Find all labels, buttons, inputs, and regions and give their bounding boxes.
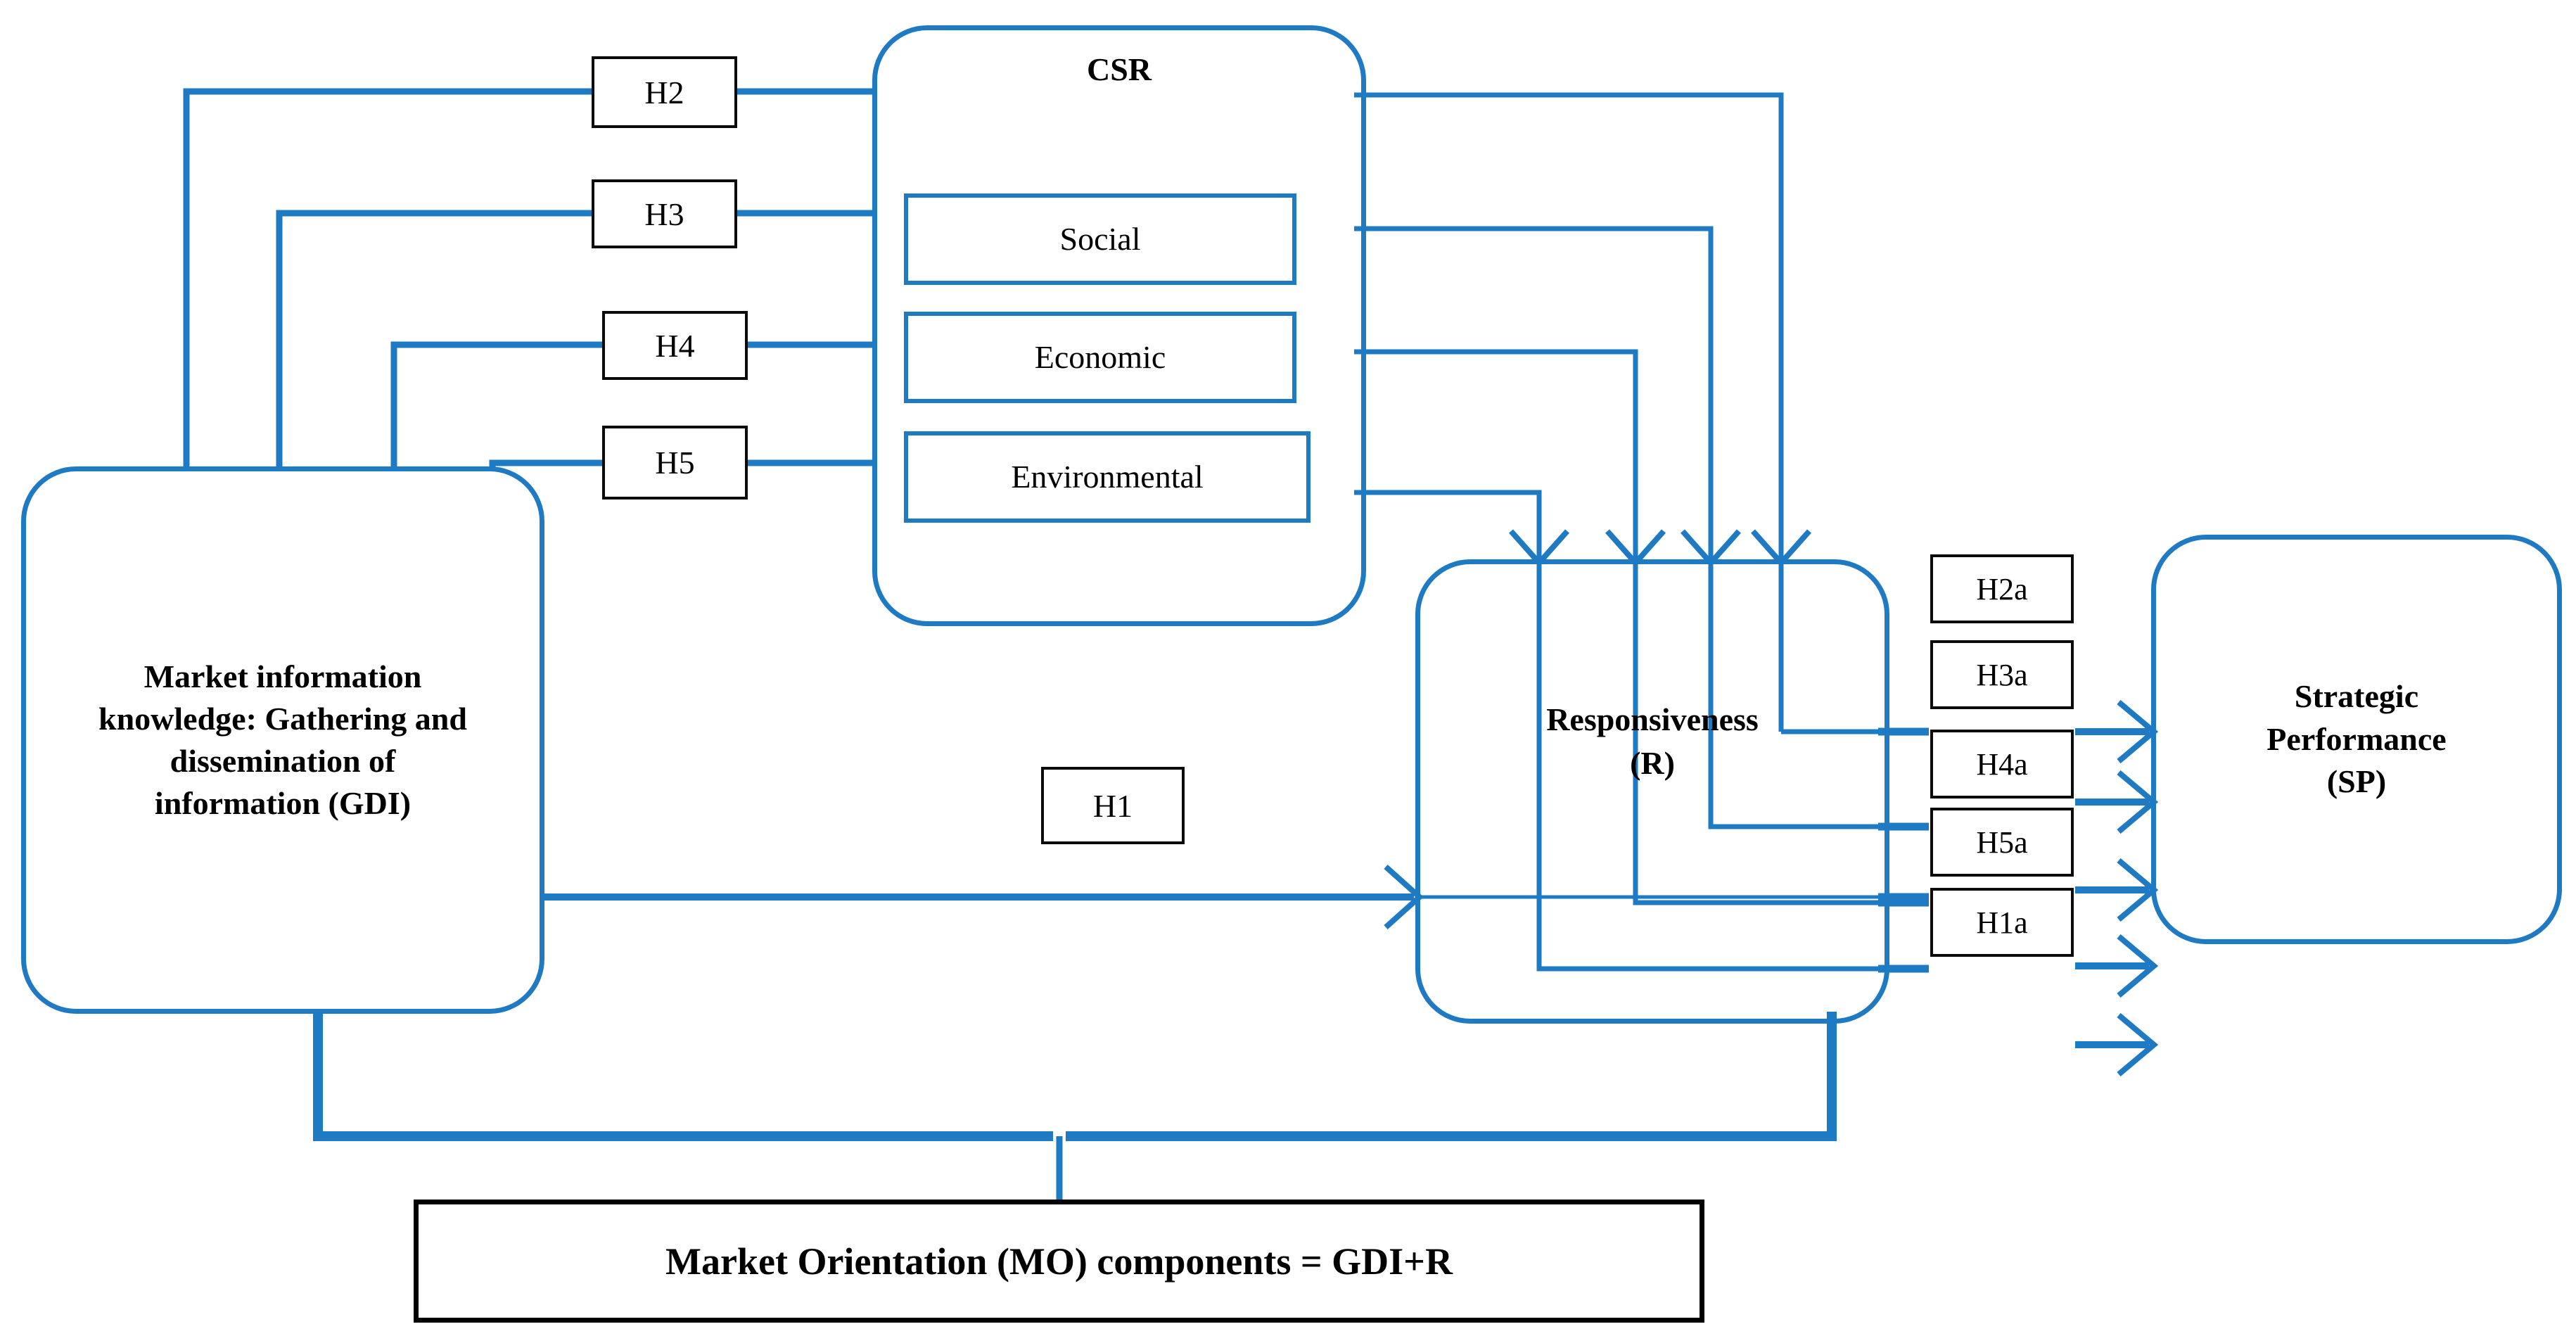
node-strategic-performance[interactable]: Strategic Performance (SP): [2151, 535, 2562, 944]
arrowhead-sp-h5a: [2117, 934, 2159, 998]
node-csr-social-label: Social: [1059, 221, 1141, 257]
hypothesis-box-h2[interactable]: H2: [592, 56, 737, 128]
node-market-orientation[interactable]: Market Orientation (MO) components = GDI…: [414, 1200, 1704, 1323]
node-responsiveness[interactable]: Responsiveness (R): [1415, 559, 1889, 1024]
hypothesis-box-h1a[interactable]: H1a: [1930, 888, 2074, 957]
node-csr-economic-label: Economic: [1034, 339, 1166, 376]
wire-gdi-to-h4: [390, 341, 602, 469]
hypothesis-box-h5a[interactable]: H5a: [1930, 808, 2074, 877]
hypothesis-box-h3a-label: H3a: [1976, 657, 2028, 692]
node-strategic-performance-line3: (SP): [2326, 763, 2387, 800]
wire-csr-to-responsiveness: [1354, 92, 1784, 732]
node-responsiveness-label: Responsiveness (R): [1420, 698, 1885, 784]
wire-r-exit-h3a: [1708, 675, 1882, 829]
node-csr[interactable]: CSR Social Economic Environmental: [872, 25, 1366, 626]
node-csr-title: CSR: [1086, 51, 1152, 87]
brace-right-responsiveness: [1066, 1012, 1837, 1141]
wire-gdi-to-h5: [489, 459, 602, 469]
wire-social-to-responsiveness: [1354, 226, 1714, 675]
wire-environmental-to-responsiveness: [1354, 490, 1542, 850]
hypothesis-box-h5-label: H5: [655, 445, 695, 481]
wire-gdi-to-h2: [183, 88, 592, 469]
node-responsiveness-line2: (R): [1630, 744, 1675, 781]
node-gdi[interactable]: Market information knowledge: Gathering …: [21, 466, 544, 1014]
hypothesis-box-h4-label: H4: [655, 327, 695, 364]
node-strategic-performance-label: Strategic Performance (SP): [2266, 675, 2446, 803]
hypothesis-box-h3[interactable]: H3: [592, 179, 737, 248]
wire-r-exit-h5a: [1536, 850, 1882, 972]
hypothesis-box-h3-label: H3: [644, 196, 684, 232]
node-csr-environmental[interactable]: Environmental: [904, 431, 1311, 523]
wire-gdi-to-h3: [276, 210, 592, 469]
node-strategic-performance-line1: Strategic: [2294, 677, 2419, 714]
hypothesis-box-h5a-label: H5a: [1976, 825, 2028, 860]
hypothesis-box-h4a[interactable]: H4a: [1930, 730, 2074, 799]
hypothesis-box-h2a[interactable]: H2a: [1930, 554, 2074, 623]
hypothesis-box-h1a-label: H1a: [1976, 905, 2028, 940]
node-market-orientation-label: Market Orientation (MO) components = GDI…: [665, 1240, 1453, 1283]
wire-r-exit-h4a: [1633, 758, 1882, 905]
node-csr-environmental-label: Environmental: [1011, 459, 1204, 495]
hypothesis-box-h1-label: H1: [1092, 787, 1133, 824]
hypothesis-box-h2-label: H2: [644, 74, 684, 110]
hypothesis-box-h4[interactable]: H4: [602, 311, 748, 380]
hypothesis-box-h5[interactable]: H5: [602, 426, 748, 500]
hypothesis-box-h3a[interactable]: H3a: [1930, 640, 2074, 709]
arrowhead-sp-h1a: [2117, 1012, 2159, 1077]
wire-economic-to-responsiveness: [1354, 349, 1638, 758]
hypothesis-box-h4a-label: H4a: [1976, 746, 2028, 782]
node-gdi-label: Market information knowledge: Gathering …: [98, 659, 467, 821]
brace-left-gdi: [313, 1012, 1053, 1141]
node-strategic-performance-line2: Performance: [2266, 720, 2447, 757]
node-responsiveness-line1: Responsiveness: [1546, 701, 1759, 737]
hypothesis-box-h2a-label: H2a: [1976, 571, 2028, 606]
node-csr-social[interactable]: Social: [904, 193, 1296, 285]
node-csr-economic[interactable]: Economic: [904, 312, 1296, 403]
hypothesis-box-h1[interactable]: H1: [1041, 767, 1185, 844]
